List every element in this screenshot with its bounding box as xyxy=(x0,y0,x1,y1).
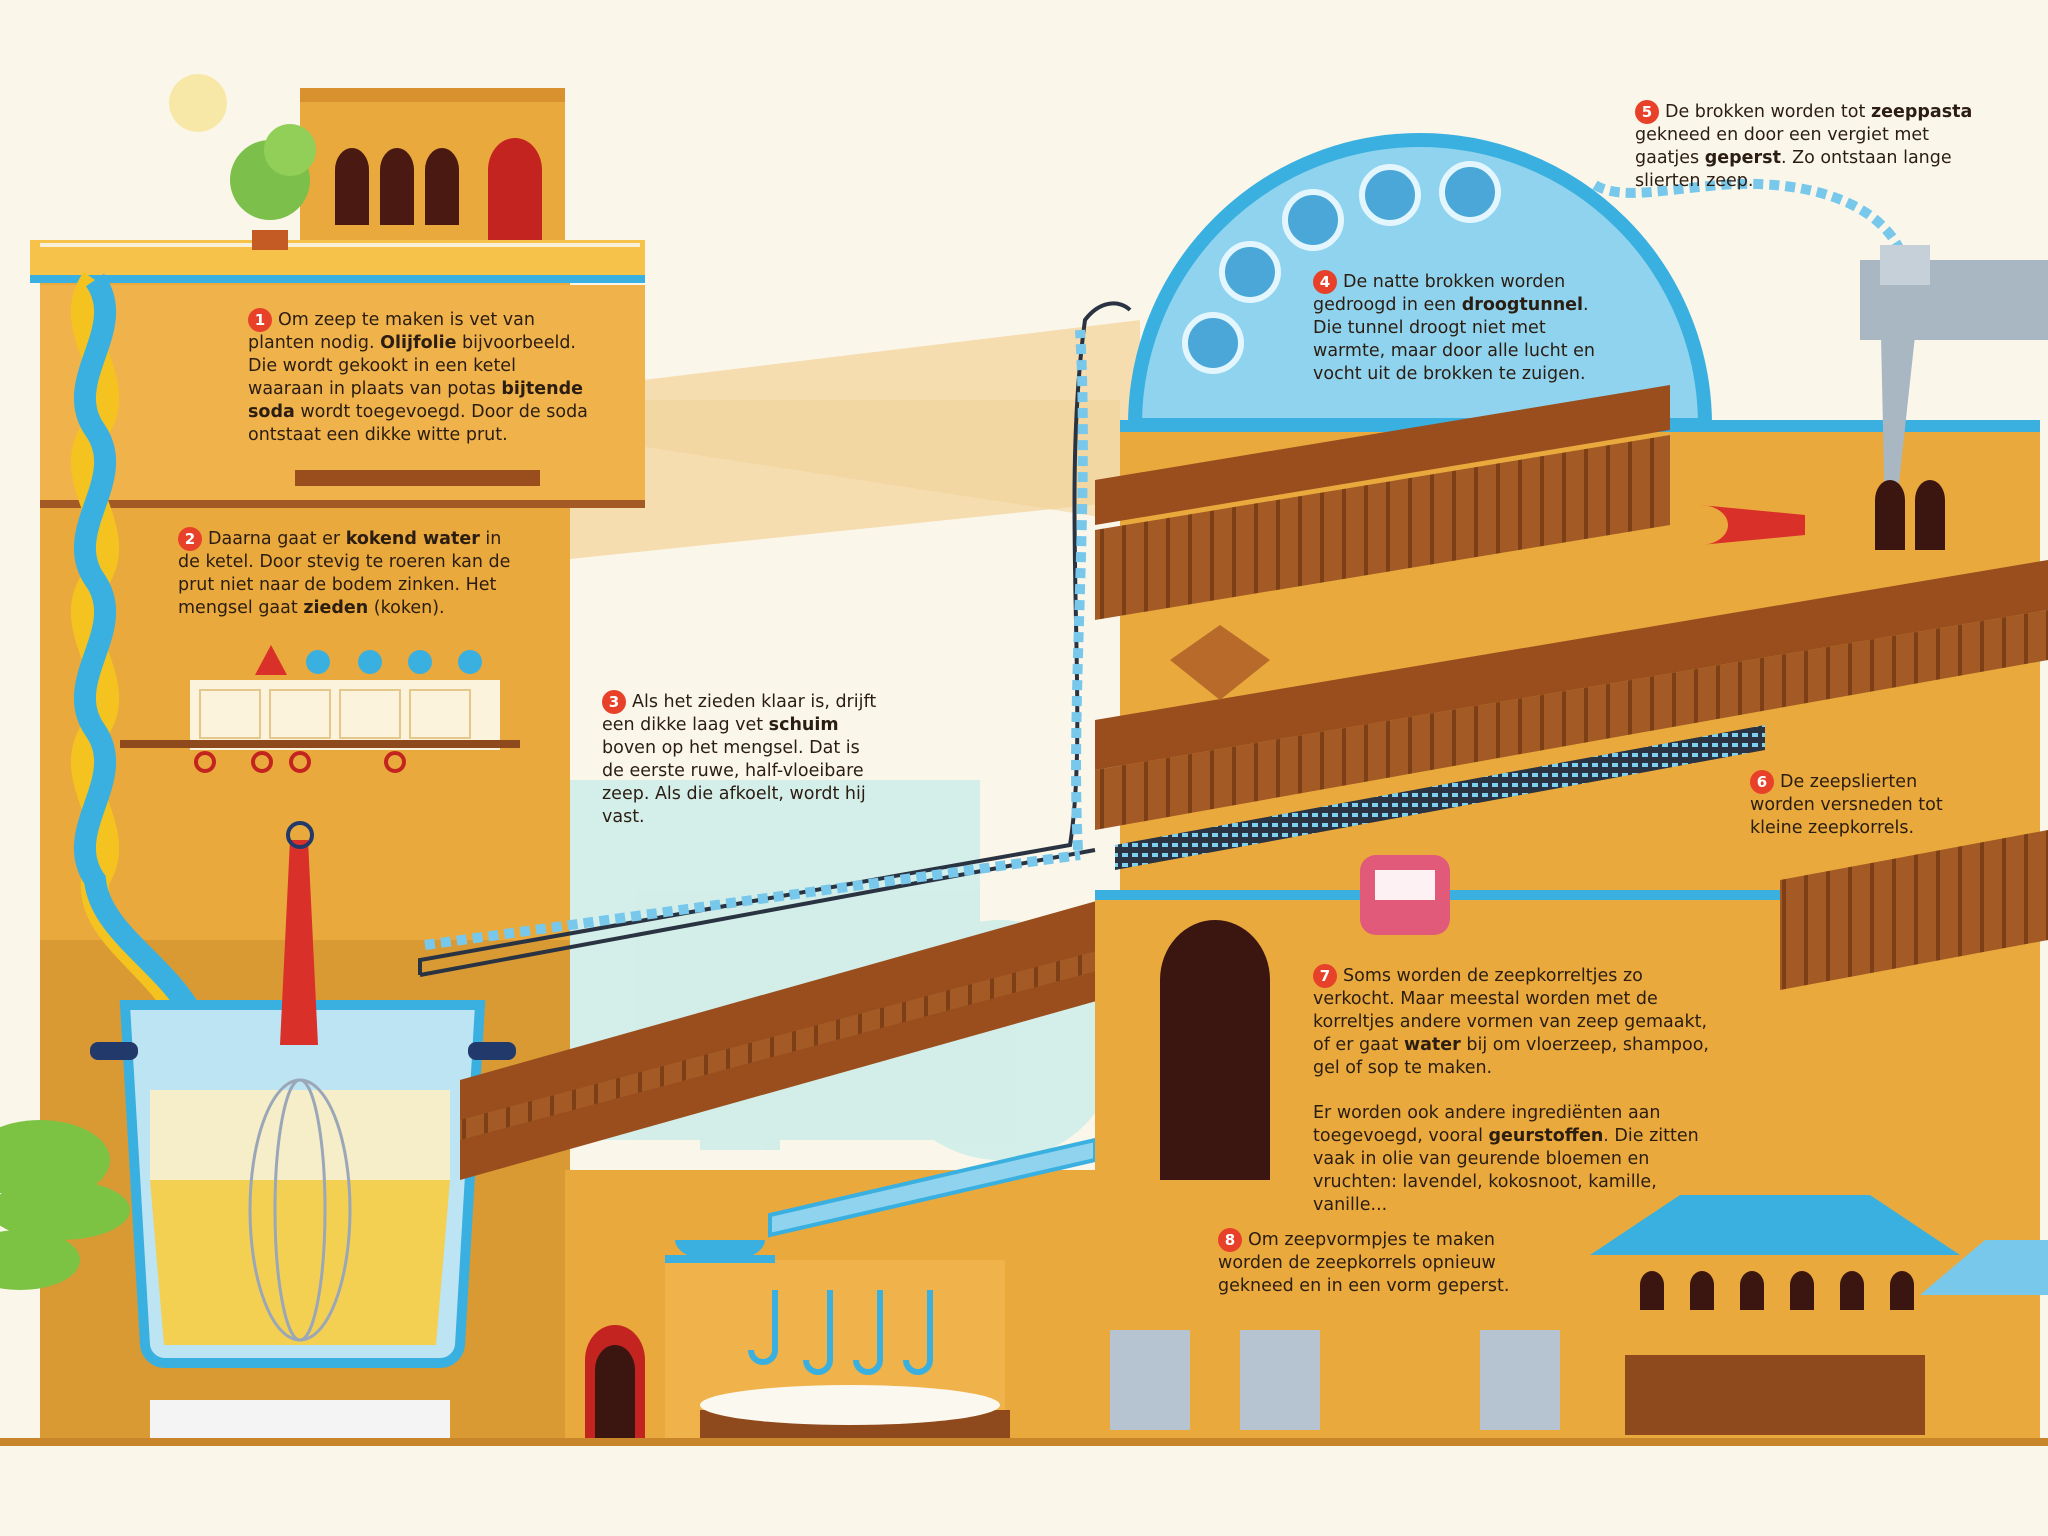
background-beam-2 xyxy=(600,400,1120,520)
teapots xyxy=(306,650,482,674)
palm-tree xyxy=(0,1120,130,1290)
step-2-text: 2 Daarna gaat er kokend water in de ketel… xyxy=(178,527,518,620)
step-text-bold: water xyxy=(1403,1035,1461,1055)
whisk xyxy=(248,1078,352,1342)
step-text-bold: geurstoffen xyxy=(1488,1126,1604,1146)
sun xyxy=(169,74,227,132)
soap-molds xyxy=(1110,1330,1560,1430)
step-text: . Die tunnel droogt niet met warmte, maa… xyxy=(1313,295,1595,384)
step-number-badge: 4 xyxy=(1313,270,1337,294)
red-crank-handle xyxy=(1700,505,1805,545)
step-text: (koken). xyxy=(368,598,445,618)
step-text-bold: Olijfolie xyxy=(380,333,457,353)
step-text: Om zeep te maken is vet van planten nodi… xyxy=(248,310,535,353)
red-stirrer xyxy=(280,840,318,1045)
twisted-pipe xyxy=(70,271,200,1018)
step-text: wordt toegevoegd. Door de soda ontstaat … xyxy=(248,402,588,445)
step-text: Als het zieden klaar is, drijft een dikk… xyxy=(602,692,877,735)
right-ramps xyxy=(1095,385,2048,990)
step-text-bold: geperst xyxy=(1704,148,1781,168)
step-text: in de ketel. Door stevig te roeren kan d… xyxy=(178,529,511,618)
step-text: Daarna gaat er xyxy=(208,529,346,549)
market-roof xyxy=(1590,1195,1960,1255)
step-text: De natte brokken worden gedroogd in een xyxy=(1313,272,1566,315)
step-text-bold: zieden xyxy=(303,598,369,618)
dome-portholes xyxy=(1182,161,1501,374)
step-text-bold: kokend water xyxy=(345,529,480,549)
step-text: boven op het mengsel. Dat is de eerste r… xyxy=(602,738,866,827)
step-text-bold: bijtende soda xyxy=(248,379,583,422)
step-text: bijvoorbeeld. Die wordt gekookt in een k… xyxy=(248,333,576,399)
diamond-ornament xyxy=(1170,625,1270,700)
stove-base xyxy=(150,1400,450,1438)
arched-window xyxy=(1160,920,1270,1180)
step-text: De brokken worden tot xyxy=(1665,102,1871,122)
step-number-badge: 6 xyxy=(1750,770,1774,794)
kiosk-roof xyxy=(1920,1240,2048,1295)
drying-dome xyxy=(1127,133,1713,432)
step-text: Er worden ook andere ingrediënten aan to… xyxy=(1313,1103,1661,1146)
ground xyxy=(0,1438,2048,1446)
hooks xyxy=(748,1290,933,1375)
step-text: Om zeepvormpjes te maken worden de zeepk… xyxy=(1218,1230,1510,1296)
step-number-badge: 5 xyxy=(1635,100,1659,124)
step-text: . Die zitten vaak in olie van geurende b… xyxy=(1313,1126,1699,1215)
step-text: De zeepslierten worden versneden tot kle… xyxy=(1750,772,1943,838)
step-text: . Zo ontstaan lange slierten zeep. xyxy=(1635,148,1952,191)
floor-1-room xyxy=(40,285,645,505)
bead-belt xyxy=(1115,725,1765,870)
step-text: gekneed en door een vergiet met gaatjes xyxy=(1635,125,1930,168)
step-text-bold: schuim xyxy=(768,715,839,735)
chain-top xyxy=(1592,178,1905,253)
step-number-badge: 8 xyxy=(1218,1228,1242,1252)
big-kettle xyxy=(90,1000,516,1369)
valve-wheels xyxy=(194,751,406,773)
step-number-badge: 7 xyxy=(1313,964,1337,988)
blue-bowl xyxy=(675,1240,765,1262)
top-house-arches xyxy=(335,148,459,225)
step-number-badge: 2 xyxy=(178,527,202,551)
red-tagine xyxy=(255,645,287,675)
step-number-badge: 3 xyxy=(602,690,626,714)
step-number-badge: 1 xyxy=(248,308,272,332)
soda-tray xyxy=(295,470,540,486)
red-door xyxy=(488,138,542,240)
step-text: Soms worden de zeepkorreltjes zo verkoch… xyxy=(1313,966,1708,1055)
step-text-bold: droogtunnel xyxy=(1461,295,1584,315)
step-text: bij om vloerzeep, shampoo, gel of sop te… xyxy=(1313,1035,1709,1078)
step-text-bold: zeeppasta xyxy=(1870,102,1973,122)
step-5-text: 5 De brokken worden tot zeeppasta gekneed… xyxy=(1635,100,1980,193)
